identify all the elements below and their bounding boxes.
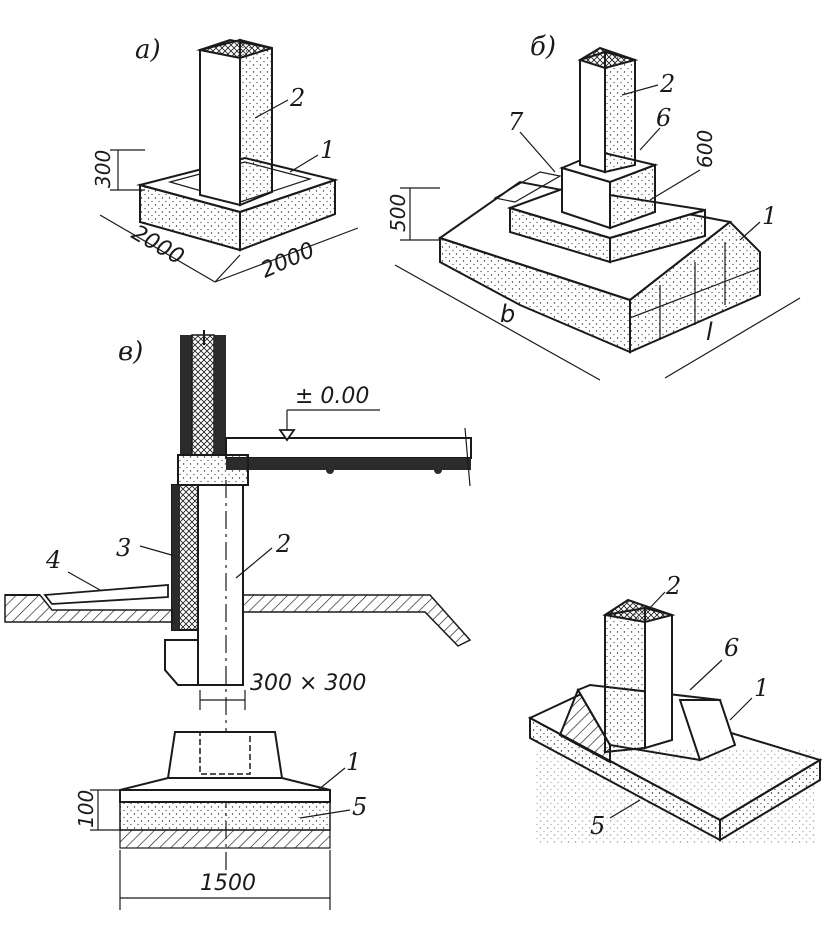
callout-v-blind-area: 4: [45, 546, 61, 574]
bedding: [119, 801, 331, 831]
callout-a-column: 2: [289, 84, 305, 112]
figure-b: б) 2: [386, 32, 801, 381]
dim-a-depth: 2000: [257, 238, 318, 284]
callout-b-socket: 6: [656, 104, 671, 132]
footing-v: [119, 731, 331, 803]
socket-b: [559, 150, 659, 230]
callout-g-bedding: 5: [590, 812, 605, 840]
dim-b-length-l: l: [706, 318, 713, 346]
dim-b-height: 500: [386, 194, 410, 232]
callout-v-footing: 1: [346, 748, 361, 776]
grade-beam: [177, 454, 249, 486]
dim-a-height: 300: [91, 150, 115, 188]
level-mark-text: ± 0.00: [295, 384, 369, 409]
figure-a: а) 2 1 300 2000 2000: [91, 35, 359, 284]
dim-v-width: 1500: [200, 871, 256, 896]
figure-b-label: б): [530, 32, 556, 62]
column-b: [577, 46, 639, 174]
floor-slab: [225, 427, 472, 487]
column-g: [602, 598, 676, 754]
upper-wall: [180, 330, 226, 456]
level-mark: ± 0.00: [278, 384, 380, 442]
callout-g-footing: 1: [754, 674, 769, 702]
callout-g-column: 2: [665, 572, 681, 600]
figure-a-label: а): [135, 35, 161, 65]
callout-v-bedding: 5: [352, 793, 367, 821]
blind-area: [43, 584, 169, 605]
figure-v-label: в): [118, 337, 143, 367]
callout-v-insulation: 3: [116, 534, 131, 562]
callout-a-footing: 1: [320, 136, 335, 164]
ground: [4, 584, 472, 647]
dim-v-bedding-thickness: 100: [74, 790, 98, 828]
figure-v: в) ± 0.00: [4, 330, 472, 910]
callout-b-column: 2: [659, 70, 675, 98]
dim-b-length-b: b: [500, 300, 515, 328]
callout-b-pad: 7: [508, 108, 524, 136]
bedding-g: [535, 748, 815, 843]
callout-b-base: 1: [762, 202, 777, 230]
figure-g: 2 6 1 5: [527, 572, 823, 843]
column-a: [196, 38, 273, 207]
dim-v-section: 300 × 300: [250, 671, 366, 696]
callout-v-column: 2: [275, 530, 291, 558]
column-v: [164, 480, 244, 875]
callout-g-socket: 6: [724, 634, 739, 662]
dim-b-step: 600: [693, 130, 717, 168]
